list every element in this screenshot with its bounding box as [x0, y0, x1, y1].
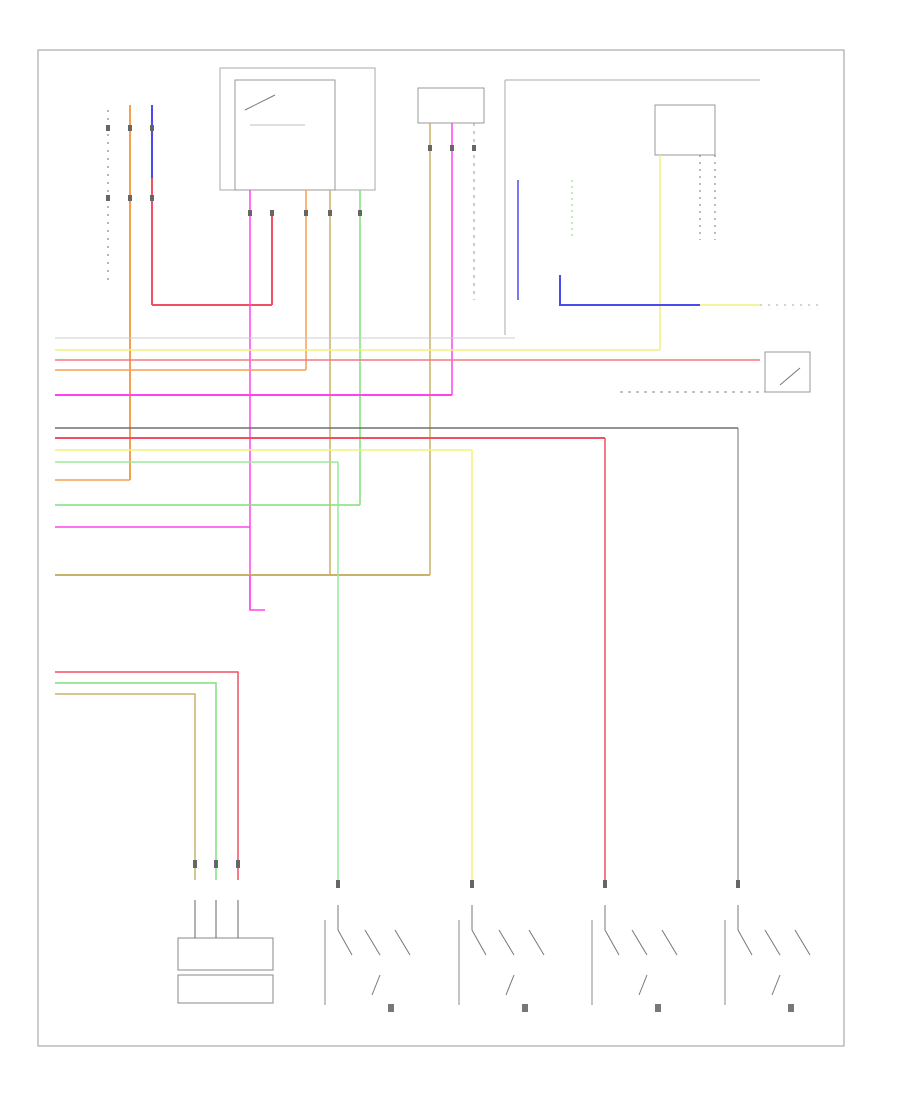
- vertical-drops: [337, 428, 739, 880]
- diagram-frame: [37, 49, 845, 1047]
- combination-meter: [177, 900, 274, 1004]
- door-lock-switch-3: [591, 905, 678, 1012]
- door-switch-right: [620, 351, 811, 393]
- module-top-left-pins: [249, 190, 361, 610]
- door-lock-switch-1: [324, 905, 411, 1012]
- meter-wires: [55, 671, 239, 880]
- door-lock-switch-4: [724, 905, 811, 1012]
- bus-lines: [55, 337, 760, 576]
- module-top-left: [219, 67, 376, 191]
- door-lock-switch-2: [458, 905, 545, 1012]
- switch-top-right: [504, 79, 820, 350]
- connector-top: [417, 87, 485, 575]
- top-left-wire-group: [107, 105, 273, 480]
- connector-markers: [106, 125, 740, 888]
- pink-branch: [249, 575, 265, 611]
